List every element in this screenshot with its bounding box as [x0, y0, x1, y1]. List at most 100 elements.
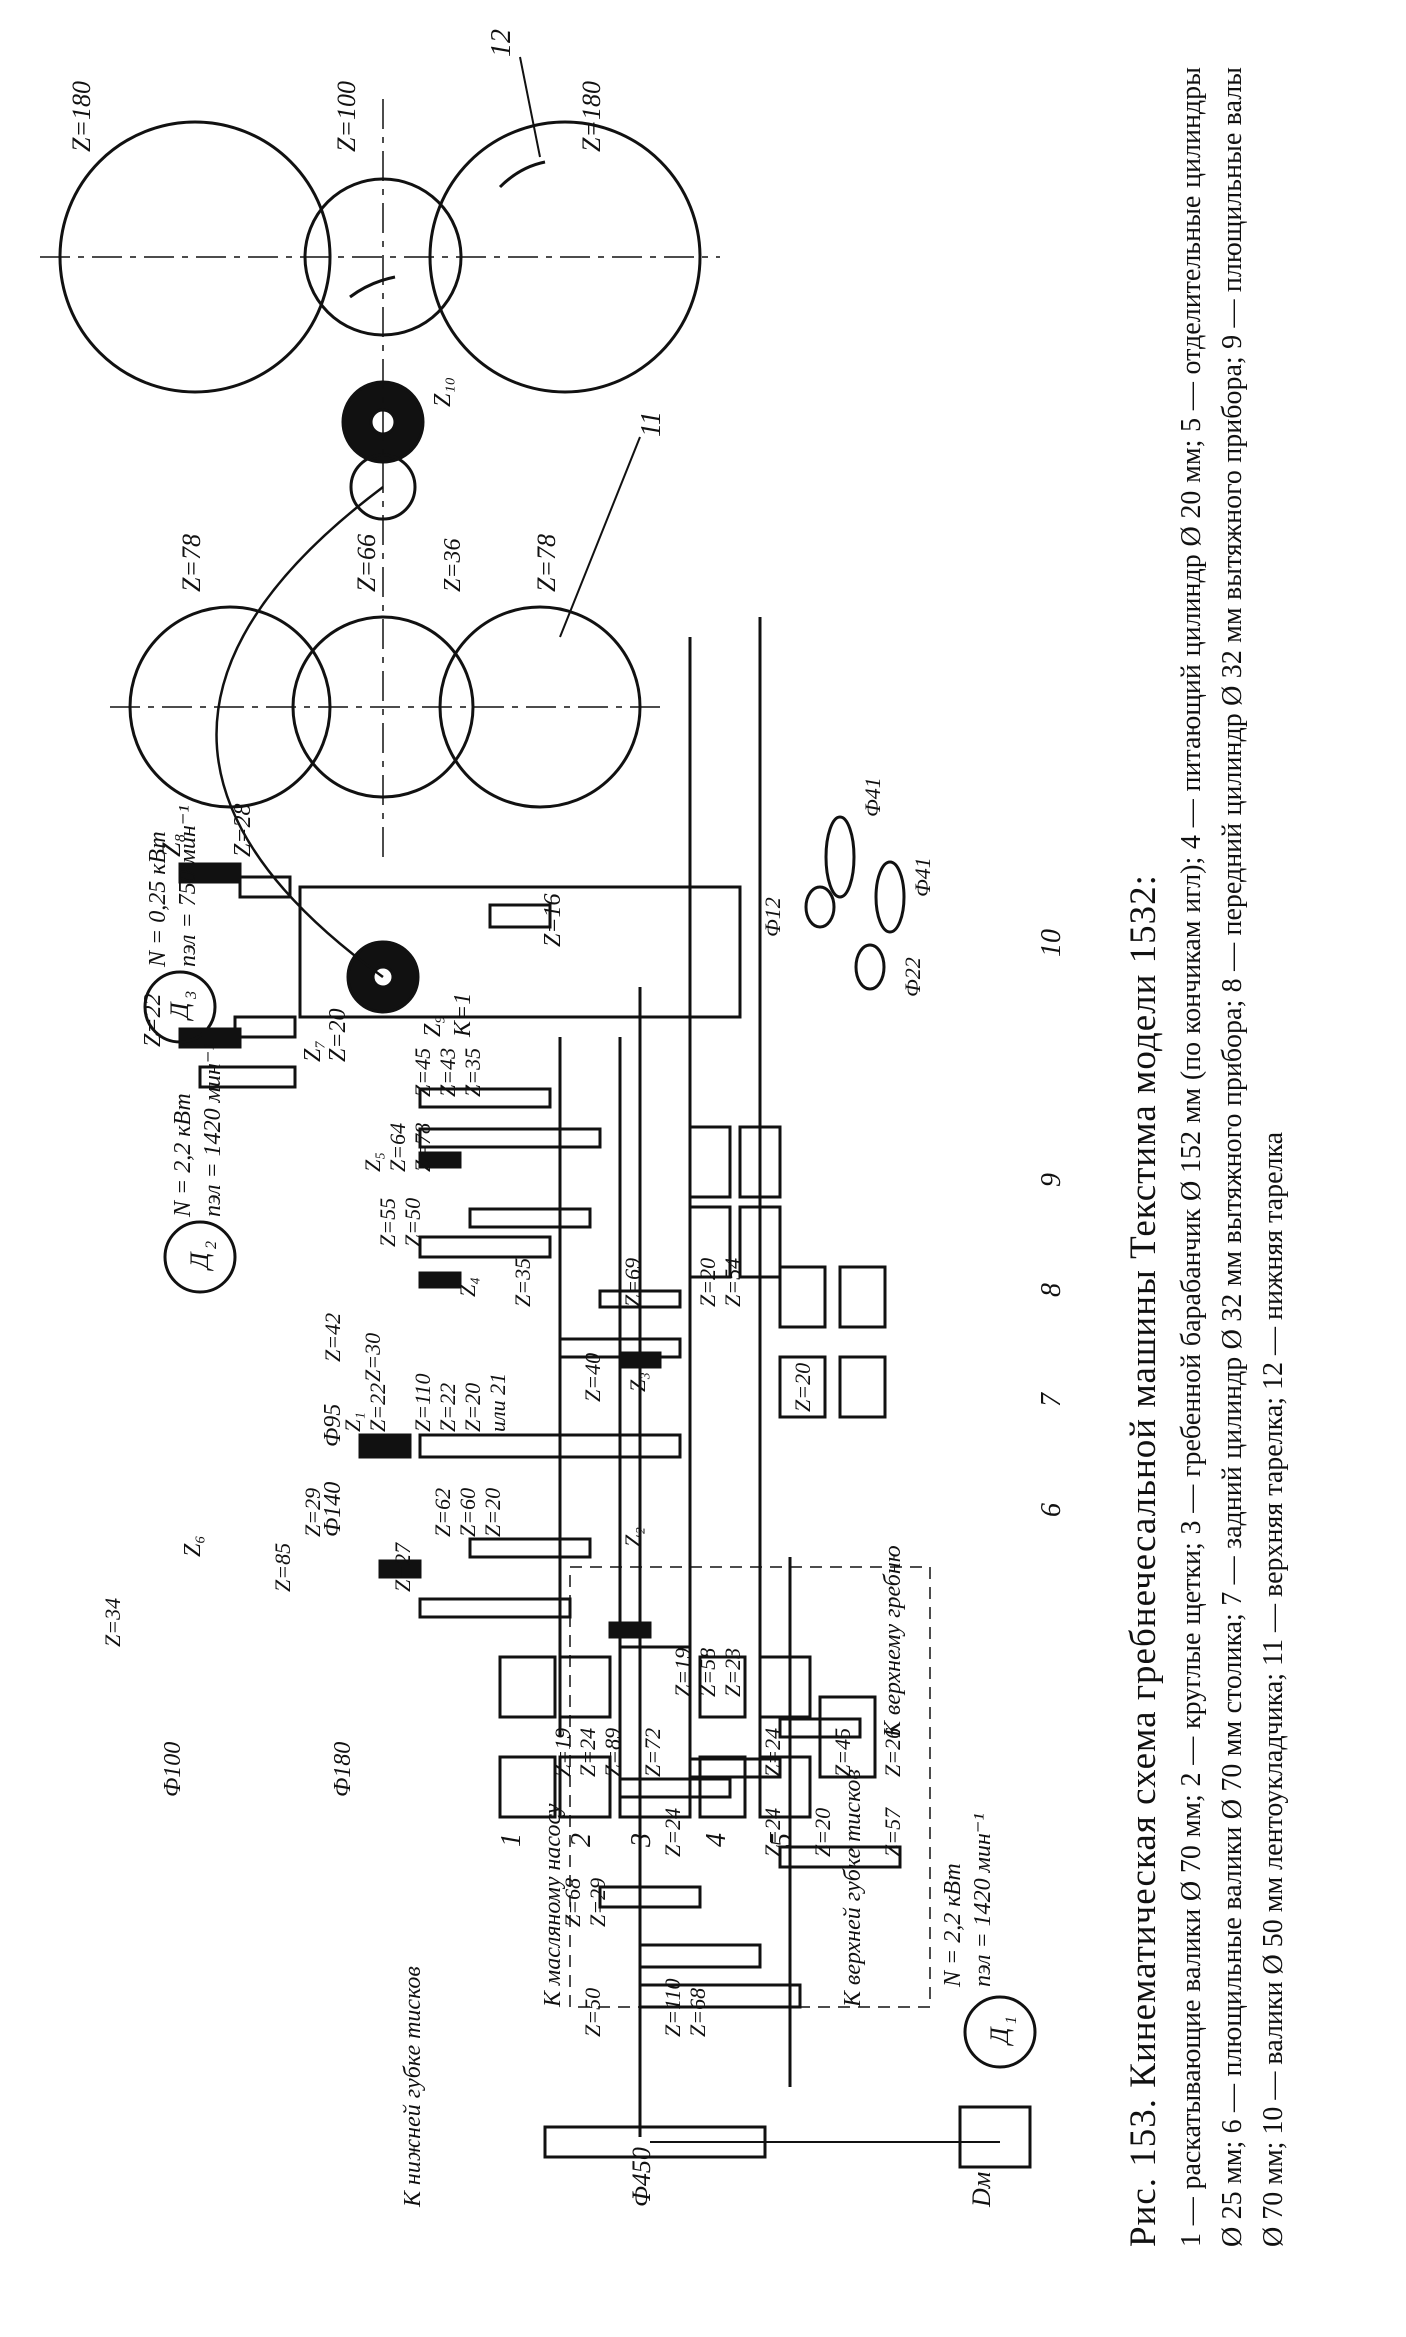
roller-8-a — [778, 1355, 827, 1419]
roller-9-c — [688, 1125, 732, 1199]
num-3: 3 — [626, 1833, 657, 1848]
label-p41b: Ф41 — [860, 777, 885, 817]
label-p41a: Ф41 — [910, 857, 935, 897]
label-z78a: Z=78 — [177, 534, 206, 592]
figure-caption: Рис. 153. Кинематическая схема гребнечес… — [1122, 67, 1294, 2247]
roller-5-b — [758, 1655, 812, 1719]
lower-gear-z57 — [778, 1845, 902, 1869]
lower-gear-z68 — [638, 1943, 762, 1969]
label-z21: или 21 — [485, 1373, 510, 1432]
roller-4-b — [698, 1655, 747, 1719]
roller-2-b — [558, 1655, 612, 1719]
label-p22: Ф22 — [900, 957, 925, 997]
note-upper-comb: К верхнему гребню — [880, 1545, 906, 1738]
label-z69: Z=69 — [620, 1258, 645, 1307]
note-lower-vise: К нижней губке тисков — [400, 1966, 426, 2208]
label-z20e: Z=20 — [480, 1488, 505, 1537]
label-z4: Z₄ — [455, 1277, 480, 1297]
cylinders-coiler — [40, 56, 720, 857]
label-z20d: Z=20 — [790, 1363, 815, 1412]
belt-arc — [215, 486, 384, 979]
leader-11 — [559, 436, 641, 638]
gear-block-z8 — [178, 862, 242, 884]
gear-block-z16 — [488, 903, 552, 929]
lower-gear-z45 — [778, 1717, 862, 1739]
label-z20c: Z=20 — [460, 1383, 485, 1432]
label-z1: Z₁ — [340, 1412, 365, 1432]
label-z16: Z=16 — [540, 893, 566, 947]
label-z24b: Z=24 — [760, 1728, 785, 1777]
label-z27: Z=27 — [390, 1542, 415, 1592]
label-z35b: Z=35 — [510, 1258, 535, 1307]
roller-8-b — [778, 1265, 827, 1329]
label-z42: Z=42 — [320, 1313, 345, 1362]
label-z22b: Z=22 — [365, 1383, 390, 1432]
motor-d1-name: Д — [985, 2026, 1014, 2047]
label-z78c: Z=78 — [410, 1123, 435, 1172]
label-z64: Z=64 — [385, 1123, 410, 1172]
label-z180a: Z=180 — [67, 81, 96, 152]
gear-block-z5 — [418, 1151, 462, 1169]
num-5: 5 — [766, 1833, 797, 1847]
lower-gear-z89 — [618, 1777, 732, 1799]
label-p100: Ф100 — [160, 1742, 186, 1797]
gear-block-z2 — [608, 1621, 652, 1639]
label-z34: Z=34 — [100, 1598, 125, 1647]
label-z55: Z=55 — [375, 1198, 400, 1247]
roller-2-a — [558, 1755, 612, 1819]
motor-d3-sub: 3 — [183, 991, 200, 1000]
label-k1: K=1 — [450, 993, 476, 1038]
label-z29a: Z=29 — [300, 1488, 325, 1537]
pulley-12 — [804, 885, 836, 929]
motor-d1-speed: nэл = 1420 мин⁻¹ — [970, 1813, 996, 1987]
label-z19b: Z=19 — [550, 1728, 575, 1777]
label-z110a: Z=110 — [410, 1374, 435, 1432]
label-z26: Z=26 — [880, 1728, 905, 1777]
label-p95: Ф95 — [320, 1404, 346, 1447]
gear-block-z1 — [358, 1433, 412, 1459]
label-z50a: Z=50 — [400, 1198, 425, 1247]
num-6: 6 — [1036, 1503, 1067, 1517]
motor-d1-power: N = 2,2 кВт — [940, 1863, 966, 1988]
label-z35a: Z=35 — [460, 1048, 485, 1097]
lower-gear-z29 — [598, 1885, 702, 1909]
gear-block-z22b — [178, 1027, 242, 1049]
gear-block-z35 — [598, 1289, 682, 1309]
gear-block-z85 — [418, 1597, 572, 1619]
label-z23: Z=23 — [720, 1648, 745, 1697]
label-z85: Z=85 — [270, 1543, 295, 1592]
roller-4-a — [698, 1755, 747, 1819]
motor-d1-sub: 1 — [1003, 2016, 1020, 2024]
gear-block-z4 — [418, 1271, 462, 1289]
num-2: 2 — [566, 1833, 597, 1847]
gear-block-z22 — [198, 1065, 297, 1089]
gear-train — [178, 486, 906, 2007]
label-z2: Z₂ — [620, 1527, 645, 1547]
roller-5-a — [758, 1755, 812, 1819]
label-z3: Z₃ — [625, 1372, 650, 1392]
motor-d2-power: N = 2,2 кВт — [170, 1093, 196, 1218]
label-z22c: Z=22 — [435, 1383, 460, 1432]
num-12: 12 — [486, 29, 517, 57]
gear-block-z54 — [468, 1207, 592, 1229]
label-z60: Z=60 — [455, 1488, 480, 1537]
label-p450: Ф450 — [627, 2147, 656, 2207]
label-z110b: Z=110 — [660, 1979, 685, 2037]
num-8: 8 — [1036, 1283, 1067, 1297]
label-z68a: Z=68 — [560, 1878, 585, 1927]
label-z5: Z₅ — [360, 1152, 385, 1172]
roller-1-a — [498, 1755, 557, 1819]
label-z54: Z=54 — [720, 1258, 745, 1307]
rotation-arrow-2 — [498, 160, 546, 189]
label-z24a: Z=24 — [575, 1728, 600, 1777]
pulley-dm — [958, 2105, 1032, 2169]
caption-legend: 1 — раскатывающие валики Ø 70 мм; 2 — кр… — [1176, 67, 1289, 2247]
gear-block-z78 — [418, 1127, 602, 1149]
motor-d2-speed: nэл = 1420 мин⁻¹ — [200, 1043, 226, 1217]
label-z29b: Z=29 — [585, 1878, 610, 1927]
rotation-arrow-1 — [349, 275, 396, 299]
drive-lower — [143, 970, 1037, 2169]
